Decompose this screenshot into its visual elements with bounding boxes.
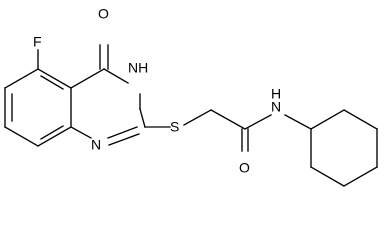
- bond-benzene-1: [4, 68, 39, 89]
- bond-ch2-c: [210, 109, 246, 130]
- cyclohexane-ring: [310, 109, 378, 187]
- bond-ring-c8a-n1: [70, 126, 92, 139]
- bond-cyclohexane-2: [343, 109, 378, 130]
- bond-ring-c4-n3: [103, 68, 129, 84]
- substituents: [37, 44, 312, 152]
- pyrimidinone-ring: [70, 68, 146, 146]
- benzene-ring: [4, 68, 72, 147]
- bond-s-ch2: [183, 109, 212, 126]
- bond-ring-n1-c2-double: [108, 133, 140, 146]
- atom-label-amide-nitrogen: N: [271, 99, 281, 115]
- bond-ring-c2-shift: [139, 108, 146, 128]
- bond-ring-c4a-c4: [70, 68, 105, 89]
- atom-label-sulfur: S: [170, 119, 179, 135]
- bond-benzene-4: [37, 126, 72, 147]
- bond-benzene-double-bottom: [40, 125, 64, 140]
- atom-label-amide-hydrogen: H: [271, 86, 281, 102]
- bond-cyclohexane-4: [343, 166, 378, 187]
- atom-label-ring-nh: NH: [128, 60, 148, 76]
- bond-n-cyclohexyl: [284, 114, 312, 130]
- bond-c-n-amide: [244, 114, 272, 130]
- atom-label-ring-nitrogen: N: [91, 137, 101, 153]
- bond-cyclohexane-5: [310, 166, 345, 187]
- bond-benzene-double-top: [40, 75, 64, 90]
- bond-benzene-3: [4, 126, 39, 147]
- atom-label-carbonyl-oxygen-ring: O: [98, 6, 109, 22]
- atom-label-carbonyl-oxygen-amide: O: [239, 160, 250, 176]
- bond-cyclohexane-1: [310, 109, 345, 130]
- bond-ring-n1-c2: [107, 126, 138, 139]
- atom-label-fluorine: F: [33, 34, 42, 50]
- chemical-structure: F O NH N S O N H: [4, 6, 378, 187]
- bond-benzene-6: [37, 68, 72, 89]
